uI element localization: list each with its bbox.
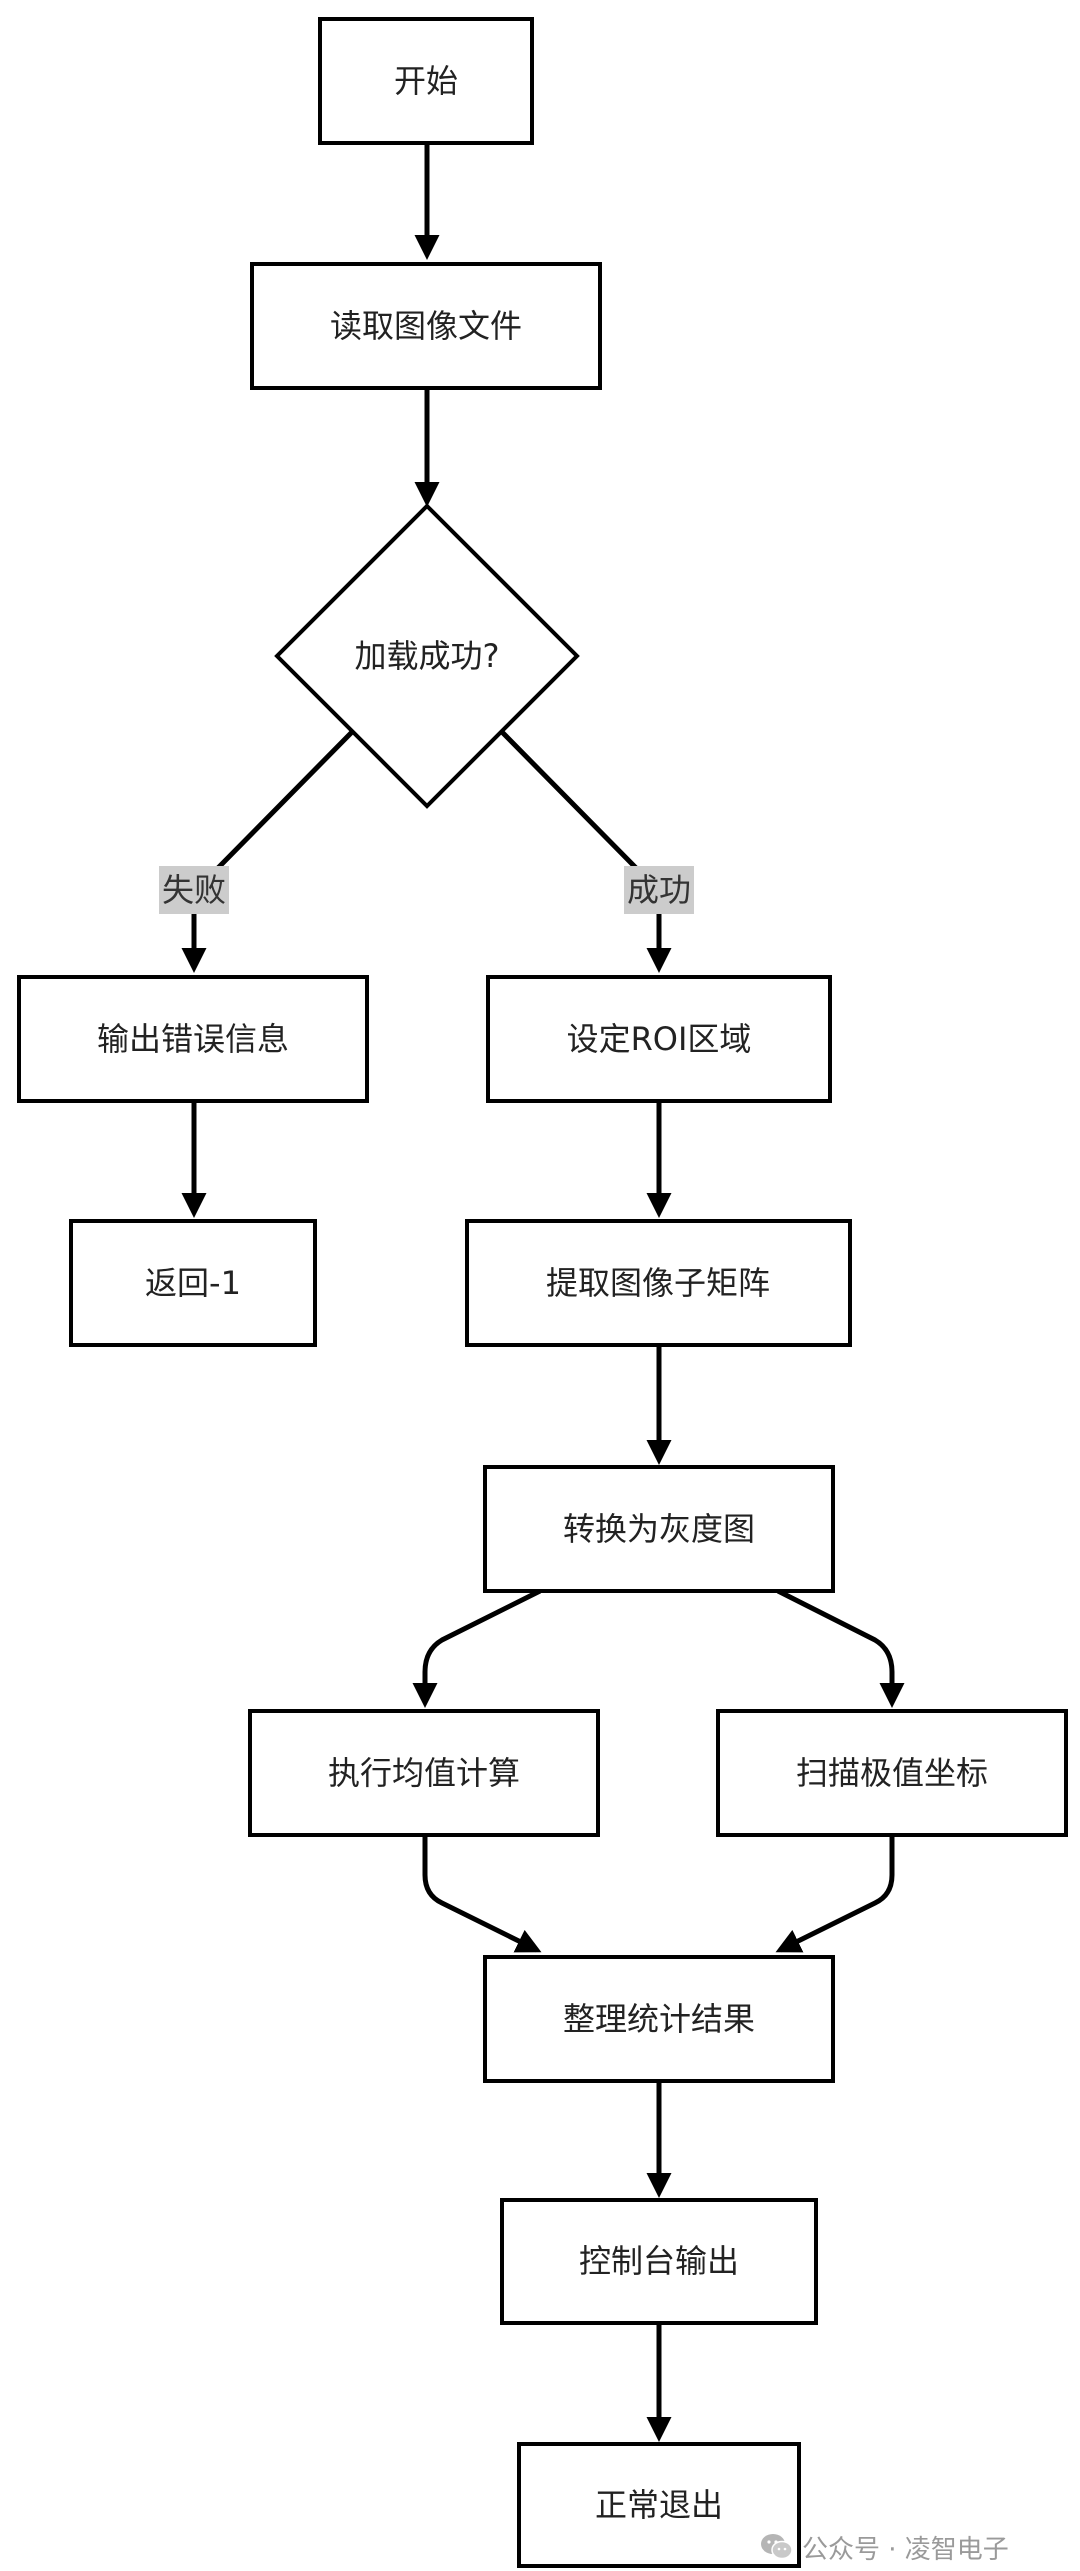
- edge-label-fail: 失败: [159, 866, 229, 914]
- node-console-output-label: 控制台输出: [579, 2242, 739, 2280]
- node-output-error: 输出错误信息: [17, 975, 369, 1103]
- node-set-roi-label: 设定ROI区域: [567, 1020, 752, 1058]
- node-convert-gray: 转换为灰度图: [483, 1465, 835, 1593]
- node-normal-exit: 正常退出: [517, 2442, 801, 2568]
- edge-decision-to-error: [181, 730, 354, 973]
- watermark: 公众号 · 凌智电子: [760, 2527, 1009, 2567]
- node-load-success-decision-label: 加载成功?: [355, 637, 500, 675]
- node-compute-mean: 执行均值计算: [248, 1709, 600, 1837]
- node-scan-extrema-label: 扫描极值坐标: [796, 1754, 988, 1792]
- node-normal-exit-label: 正常退出: [595, 2486, 723, 2524]
- node-organize-stats-label: 整理统计结果: [563, 2000, 755, 2038]
- edge-gray-to-extrema: [776, 1588, 905, 1708]
- wechat-icon: [761, 2534, 793, 2560]
- node-console-output: 控制台输出: [500, 2198, 818, 2325]
- edge-decision-to-roi: [500, 730, 672, 973]
- edge-label-fail-text: 失败: [162, 871, 226, 909]
- node-return-minus-one: 返回-1: [69, 1219, 317, 1347]
- node-set-roi: 设定ROI区域: [486, 975, 832, 1103]
- edge-mean-to-organize: [422, 1835, 542, 1953]
- edges: [181, 143, 905, 2442]
- edge-label-success-text: 成功: [627, 871, 691, 909]
- node-scan-extrema: 扫描极值坐标: [716, 1709, 1068, 1837]
- watermark-text: 公众号 · 凌智电子: [802, 2534, 1009, 2565]
- node-start: 开始: [318, 17, 534, 145]
- edge-label-success: 成功: [624, 866, 694, 914]
- node-compute-mean-label: 执行均值计算: [328, 1754, 520, 1792]
- node-output-error-label: 输出错误信息: [97, 1020, 289, 1058]
- edge-gray-to-mean: [412, 1588, 542, 1708]
- node-read-image: 读取图像文件: [250, 262, 602, 390]
- node-read-image-label: 读取图像文件: [330, 307, 522, 345]
- node-convert-gray-label: 转换为灰度图: [563, 1510, 755, 1548]
- node-start-label: 开始: [394, 62, 458, 100]
- node-load-success-decision: 加载成功?: [274, 503, 580, 809]
- node-organize-stats: 整理统计结果: [483, 1955, 835, 2083]
- edge-extrema-to-organize: [775, 1835, 895, 1953]
- node-return-minus-one-label: 返回-1: [145, 1264, 241, 1302]
- node-extract-submatrix: 提取图像子矩阵: [465, 1219, 852, 1347]
- node-extract-submatrix-label: 提取图像子矩阵: [546, 1264, 770, 1302]
